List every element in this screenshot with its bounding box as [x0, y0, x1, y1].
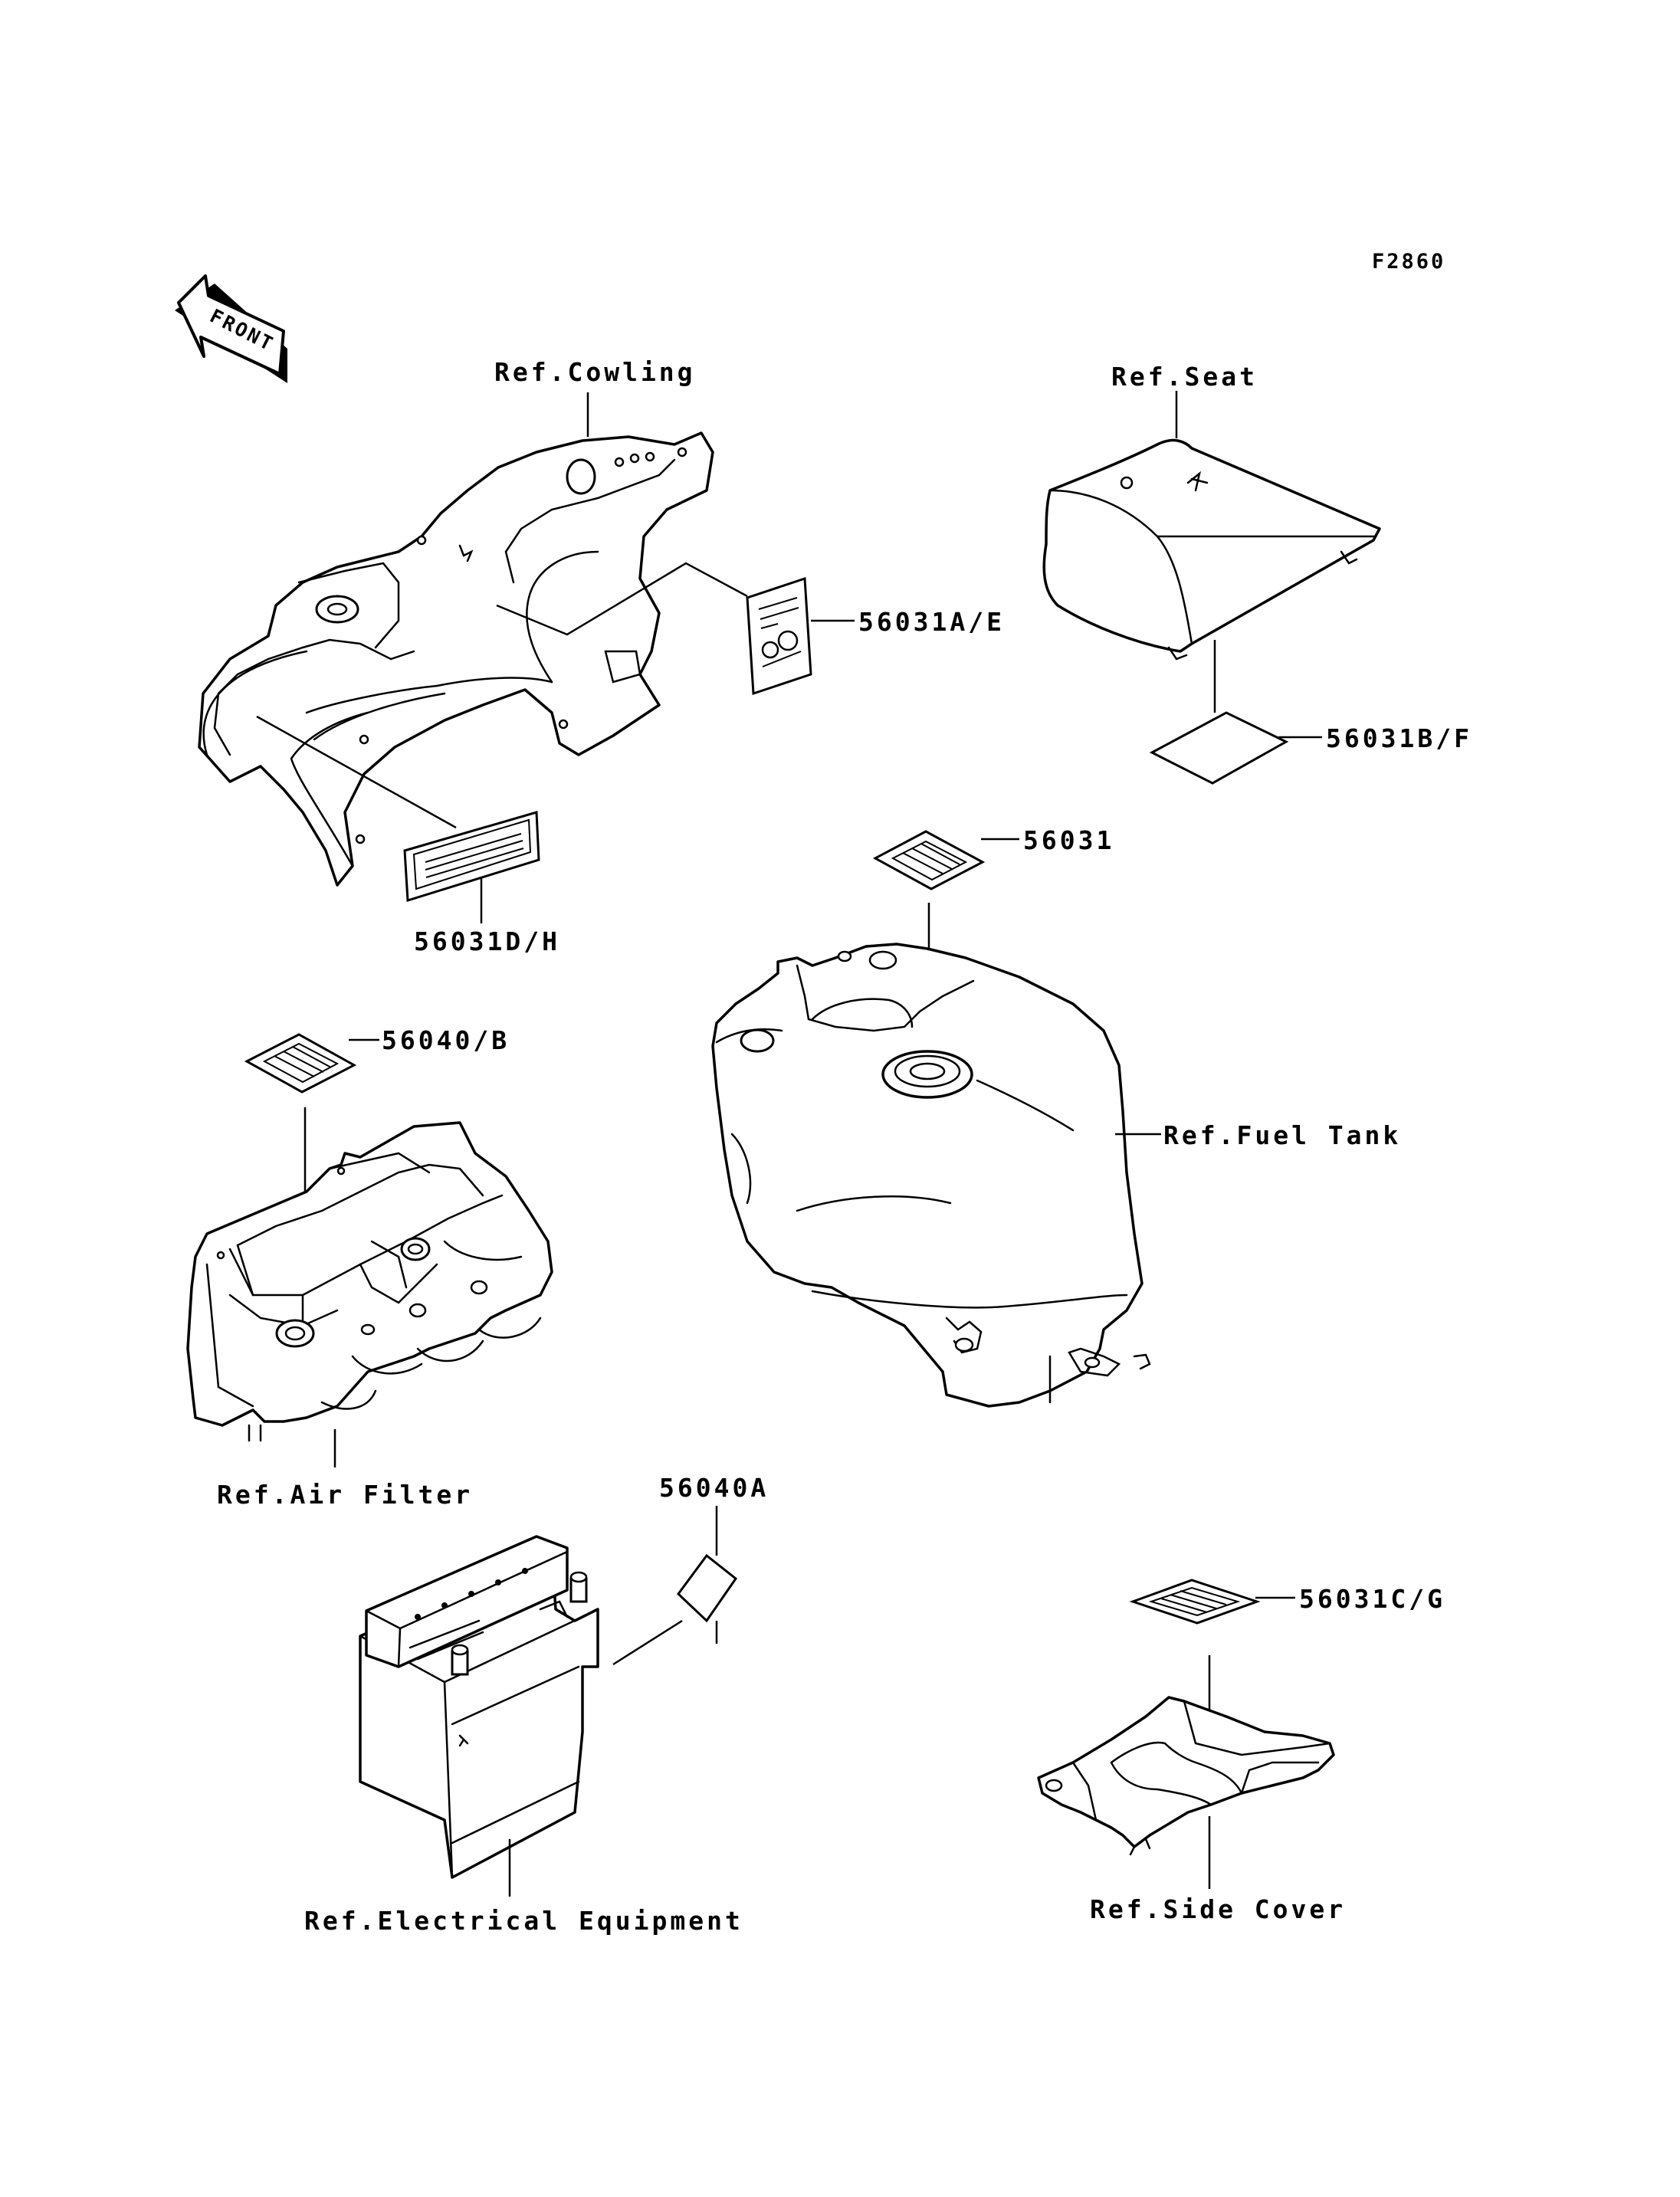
air-filter-part [186, 1121, 553, 1442]
ref-cowling-label: Ref.Cowling [494, 357, 696, 387]
ref-seat-label: Ref.Seat [1111, 362, 1258, 392]
part-56031A-E: 56031A/E [858, 607, 1005, 637]
ref-fuel-tank-label: Ref.Fuel Tank [1163, 1120, 1401, 1150]
battery-part [359, 1535, 599, 1879]
ref-electrical-equipment-label: Ref.Electrical Equipment [304, 1906, 743, 1936]
part-56031D-H: 56031D/H [414, 926, 560, 956]
seat-part [1042, 438, 1381, 661]
ref-air-filter-label: Ref.Air Filter [217, 1480, 473, 1510]
side-cover-label-sticker [1129, 1579, 1261, 1625]
side-cover-part [1037, 1696, 1335, 1856]
part-56031: 56031 [1023, 825, 1114, 855]
part-56040-B: 56040/B [382, 1025, 510, 1055]
ref-side-cover-label: Ref.Side Cover [1090, 1894, 1346, 1924]
cowling-part [198, 431, 714, 887]
fuel-tank-label-sticker [872, 830, 986, 890]
part-56040A: 56040A [659, 1473, 769, 1503]
cowling-plate-sticker [403, 811, 540, 902]
air-filter-label-sticker [244, 1033, 357, 1094]
fuel-tank-part [711, 943, 1151, 1408]
cowling-label-sticker [746, 576, 812, 696]
front-arrow-icon: FRONT [175, 274, 287, 383]
part-56031C-G: 56031C/G [1299, 1584, 1445, 1614]
figure-id: F2860 [1372, 250, 1445, 274]
battery-label-sticker [677, 1553, 738, 1623]
part-56031B-F: 56031B/F [1326, 723, 1472, 753]
seat-label-sticker [1149, 711, 1289, 785]
